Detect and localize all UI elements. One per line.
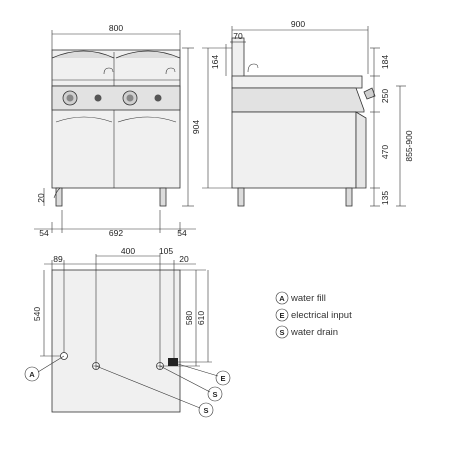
leg-height-label: 20 (36, 193, 46, 203)
right-switch-icon (154, 94, 162, 102)
left-switch-icon (94, 94, 102, 102)
fill-x-label: 89 (53, 254, 63, 264)
drain-a-x-label: 400 (121, 246, 135, 256)
right-door-handle (117, 116, 177, 123)
drain-y-label: 580 (184, 311, 194, 325)
right-lid (115, 50, 181, 59)
electric-x-label: 20 (179, 254, 189, 264)
plan-footprint (51, 269, 181, 413)
left-door-handle (55, 116, 113, 123)
left-foot (55, 187, 63, 207)
panel-height-label: 250 (380, 89, 390, 103)
side-front-foot (237, 187, 245, 207)
callout-drain-1-circle (198, 402, 214, 418)
side-backsplash (231, 37, 245, 81)
fill-y-label: 540 (32, 307, 42, 321)
left-lid (51, 50, 115, 59)
water-fill-icon (60, 352, 68, 360)
backsplash-label: 70 (233, 31, 243, 41)
overall-height-label: 855-900 (404, 130, 414, 161)
legend: A water fill E electrical input S water … (275, 291, 352, 339)
legend-letter: S (279, 328, 284, 337)
left-faucet-icon (103, 67, 114, 75)
front-view: 800 904 20 54 692 54 (34, 23, 201, 238)
inner-width-label: 692 (109, 228, 123, 238)
legend-item-electrical-input: E electrical input (275, 308, 352, 322)
legend-label: water fill (290, 293, 326, 304)
side-view: 900 70 164 184 250 470 135 855-900 (202, 19, 414, 207)
side-back-foot (345, 187, 353, 207)
left-offset-label: 54 (39, 228, 49, 238)
electric-y-label: 610 (196, 311, 206, 325)
side-top (231, 75, 363, 89)
back-height-label: 164 (210, 55, 220, 69)
callout-fill-circle (24, 366, 40, 382)
legend-item-water-fill: A water fill (275, 291, 326, 305)
legend-letter: A (279, 294, 285, 303)
right-foot (159, 187, 167, 207)
callout-drain-2-letter: S (212, 390, 217, 399)
drain-b-x-label: 105 (159, 246, 173, 256)
top-height-label: 184 (380, 55, 390, 69)
callout-fill-letter: A (29, 370, 35, 379)
right-faucet-icon (165, 67, 176, 75)
side-knob-icon (363, 87, 376, 100)
side-faucet-icon (247, 63, 259, 73)
callout-electric-circle (215, 370, 231, 386)
front-height-label: 904 (191, 120, 201, 134)
front-width-label: 800 (109, 23, 123, 33)
legend-label: water drain (290, 327, 338, 338)
legend-letter: E (279, 311, 284, 320)
callout-drain-1-letter: S (203, 406, 208, 415)
right-offset-label: 54 (177, 228, 187, 238)
foot-height-label: 135 (380, 191, 390, 205)
electrical-input-icon (168, 358, 178, 366)
callout-electric-letter: E (220, 374, 225, 383)
side-depth-label: 900 (291, 19, 305, 29)
callout-drain-2-circle (207, 386, 223, 402)
cabinet-height-label: 470 (380, 145, 390, 159)
side-door-edge (355, 111, 367, 189)
side-cabinet (231, 111, 357, 189)
legend-item-water-drain: S water drain (275, 325, 338, 339)
plan-view: 400 89 105 20 540 580 610 A E S (24, 246, 231, 418)
side-control-panel (231, 87, 365, 113)
legend-label: electrical input (291, 310, 352, 321)
